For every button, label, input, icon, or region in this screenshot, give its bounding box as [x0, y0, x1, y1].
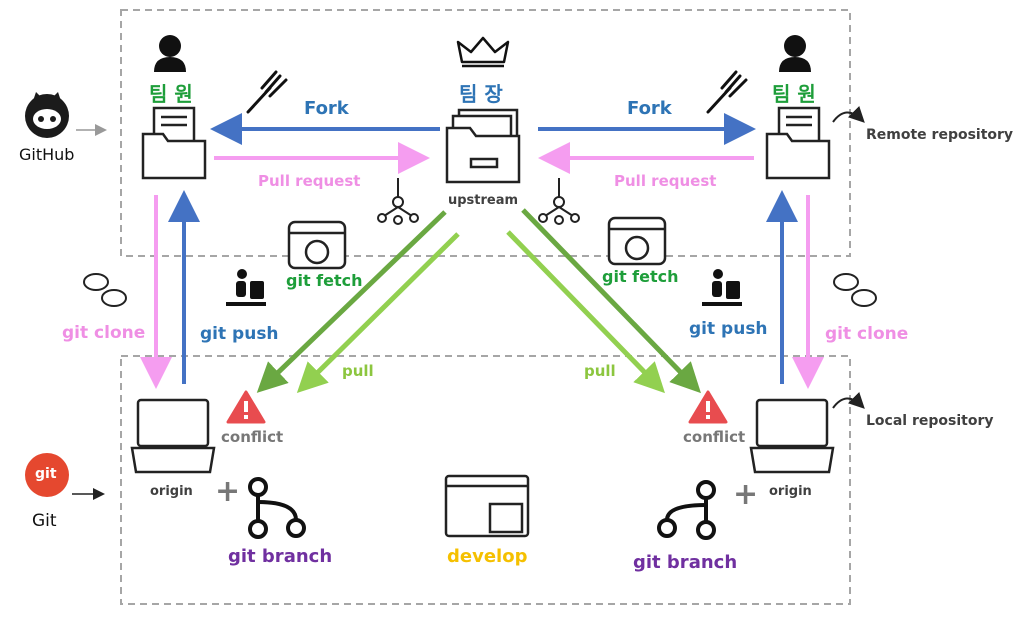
git-clone-right-label: git clone: [825, 324, 909, 344]
network-node-icon: [377, 178, 419, 225]
github-octocat-icon: [25, 92, 69, 138]
git-branch-right-label: git branch: [633, 552, 738, 573]
git-fetch-arrow-left: [256, 210, 447, 393]
github-label: GitHub: [19, 145, 75, 164]
member-left-title: 팀 원: [149, 82, 193, 106]
sheep-clone-icon: [833, 273, 877, 307]
pull-request-left-label: Pull request: [258, 172, 361, 190]
crown-icon: [456, 36, 510, 68]
warning-icon: [226, 390, 266, 424]
local-region-box: [120, 355, 851, 605]
git-push-left-label: git push: [200, 324, 279, 344]
pull-request-right-label: Pull request: [614, 172, 717, 190]
develop-label: develop: [447, 546, 528, 567]
git-logo-text: git: [35, 466, 57, 482]
upstream-folder-icon: [445, 108, 521, 184]
fetch-window-icon: [607, 216, 667, 266]
folder-documents-icon: [141, 106, 207, 180]
local-repository-label: Local repository: [866, 413, 994, 429]
fork-icon: [246, 70, 288, 114]
user-icon: [154, 35, 186, 72]
laptop-icon: [130, 398, 216, 474]
origin-left-label: origin: [150, 484, 193, 499]
push-person-icon: [226, 269, 266, 306]
laptop-icon: [749, 398, 835, 474]
git-fetch-right-label: git fetch: [602, 267, 679, 286]
git-label: Git: [32, 511, 57, 531]
fork-right-label: Fork: [627, 98, 672, 119]
git-clone-left-label: git clone: [62, 323, 146, 343]
pull-right-label: pull: [584, 362, 616, 380]
git-branch-left-label: git branch: [228, 546, 333, 567]
pull-arrow-right: [506, 230, 665, 394]
fork-left-label: Fork: [304, 98, 349, 119]
warning-icon: [688, 390, 728, 424]
local-curve-arrow: [832, 391, 865, 409]
fork-icon: [706, 70, 748, 114]
git-fetch-left-label: git fetch: [286, 271, 363, 290]
plus-right: +: [733, 477, 759, 512]
branch-icon: [248, 477, 306, 539]
remote-region-box: [120, 9, 851, 257]
leader-title: 팀 장: [459, 82, 503, 106]
origin-right-label: origin: [769, 484, 812, 499]
code-window-icon: [444, 474, 530, 538]
remote-repository-label: Remote repository: [866, 127, 1014, 143]
remote-curve-arrow: [832, 105, 865, 123]
conflict-left-label: conflict: [221, 428, 284, 446]
branch-icon: [657, 480, 716, 540]
git-fetch-arrow-right: [521, 208, 701, 394]
upstream-label: upstream: [448, 193, 519, 208]
push-person-icon: [702, 269, 742, 306]
plus-left: +: [215, 474, 241, 509]
sheep-clone-icon: [83, 273, 127, 307]
network-node-icon: [538, 178, 580, 225]
member-right-title: 팀 원: [772, 82, 816, 106]
pull-arrow-left: [296, 232, 460, 394]
git-logo-icon: [25, 453, 69, 497]
pull-left-label: pull: [342, 362, 374, 380]
conflict-right-label: conflict: [683, 428, 746, 446]
git-push-right-label: git push: [689, 319, 768, 339]
folder-documents-icon: [765, 106, 831, 180]
user-icon: [779, 35, 811, 72]
fetch-window-icon: [287, 220, 347, 270]
